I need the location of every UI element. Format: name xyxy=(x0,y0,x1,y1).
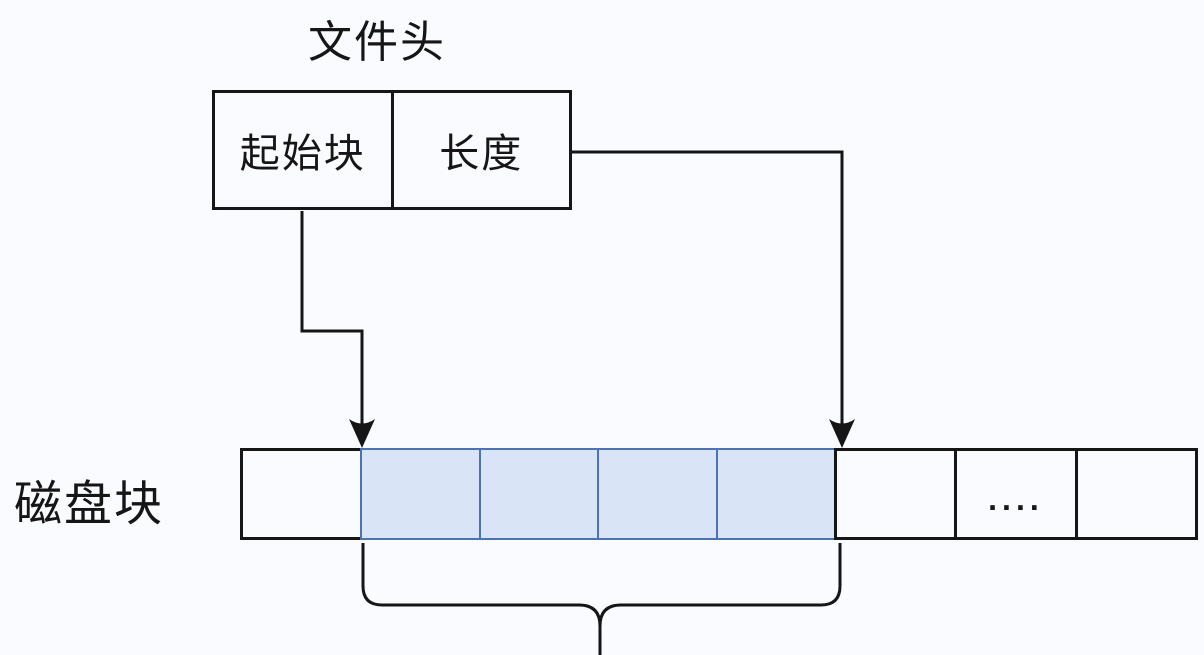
disk-block-allocated xyxy=(478,448,601,540)
disk-block-allocated xyxy=(715,448,837,540)
disk-block xyxy=(240,448,364,540)
disk-blocks-row: .... xyxy=(240,448,1198,540)
length-arrow-line xyxy=(571,150,844,424)
disk-block-ellipsis: .... xyxy=(954,448,1078,540)
disk-block-allocated xyxy=(360,448,482,540)
start-block-arrowhead-icon xyxy=(349,419,375,448)
start-block-cell: 起始块 xyxy=(215,93,394,207)
disk-block xyxy=(1074,448,1198,540)
file-header-box: 起始块 长度 xyxy=(212,90,572,210)
start-block-arrow-line xyxy=(300,211,364,424)
file-header-title: 文件头 xyxy=(308,18,446,67)
disk-block xyxy=(833,448,958,540)
length-cell: 长度 xyxy=(439,132,524,176)
length-arrowhead-icon xyxy=(829,419,855,448)
disk-blocks-label: 磁盘块 xyxy=(14,478,165,531)
allocated-group-brace xyxy=(361,543,842,655)
disk-block-allocated xyxy=(597,448,719,540)
